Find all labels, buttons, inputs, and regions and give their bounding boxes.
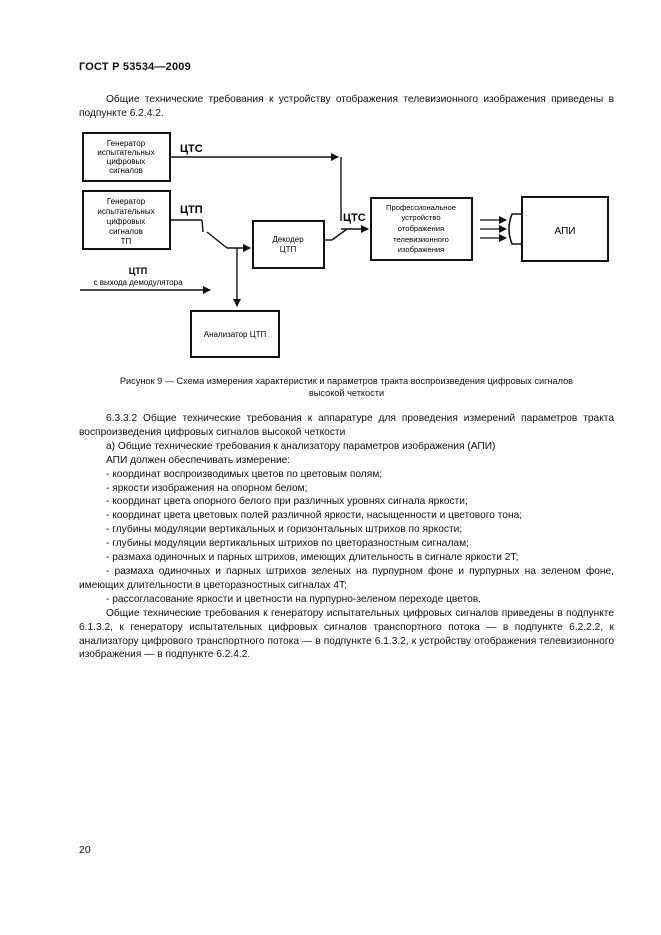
lens-icon: [508, 213, 523, 245]
list-item: - координат цвета опорного белого при ра…: [106, 496, 468, 508]
list-item: - размаха одиночных и парных штрихов зел…: [79, 565, 614, 591]
document-header: ГОСТ Р 53534—2009: [79, 61, 191, 73]
gen-ts-line: цифровых: [107, 157, 146, 166]
cts-right-label: ЦТС: [343, 212, 366, 224]
display-line: изображения: [398, 245, 445, 254]
measurement-diagram: Генератор испытательных цифровых сигнало…: [80, 132, 609, 358]
caption-line-2: высокой четкости: [308, 388, 385, 398]
list-item: - координат воспроизводимых цветов по цв…: [106, 468, 383, 480]
api-requirements-lead: АПИ должен обеспечивать измерение:: [106, 454, 291, 466]
gen-tp-line: цифровых: [107, 217, 146, 226]
analyzer-label: Анализатор ЦТП: [204, 330, 267, 339]
api-label: АПИ: [555, 226, 576, 237]
gen-ts-line: испытательных: [97, 148, 154, 157]
cts-switch-blade: [331, 228, 348, 241]
ctp-demod-label: ЦТП: [129, 266, 148, 276]
display-line: телевизионного: [393, 235, 449, 244]
figure-caption: Рисунок 9 — Схема измерения характеристи…: [79, 375, 614, 399]
ctp-demod-source-label: с выхода демодулятора: [93, 278, 183, 287]
display-line: отображения: [398, 224, 444, 233]
page-number: 20: [79, 844, 91, 856]
gen-ts-line: сигналов: [109, 166, 143, 175]
decoder-line: Декодер: [272, 235, 304, 244]
cts-top-label: ЦТС: [180, 143, 203, 155]
decoder-box: Декодер ЦТП: [252, 220, 325, 269]
intro-paragraph: Общие технические требования к устройств…: [79, 94, 614, 119]
closing-paragraph: Общие технические требования к генератор…: [79, 607, 614, 661]
display-line: Профессиональное: [386, 203, 456, 212]
list-item: - координат цвета цветовых полей различн…: [106, 510, 523, 522]
ctp-switch-blade: [206, 231, 228, 249]
decoder-line: ЦТП: [280, 245, 297, 254]
display-line: устройство: [401, 213, 440, 222]
display-device-box: Профессиональное устройство отображения …: [370, 197, 473, 261]
list-item: - размаха одиночных и парных штрихов, им…: [106, 552, 519, 564]
ctp-switch-contact: [201, 219, 204, 233]
gen-tp-line: испытательных: [97, 207, 154, 216]
gen-tp-line: сигналов: [109, 227, 143, 236]
ctp-label: ЦТП: [180, 204, 203, 216]
tp-signal-generator-box: Генератор испытательных цифровых сигнало…: [82, 190, 171, 250]
ctp-analyzer-box: Анализатор ЦТП: [190, 310, 280, 358]
gen-tp-line: ТП: [121, 237, 132, 246]
caption-line-1: Рисунок 9 — Схема измерения характеристи…: [119, 376, 574, 386]
list-item: - глубины модуляции вертикальных и гориз…: [106, 524, 463, 536]
api-box: АПИ: [521, 196, 609, 262]
body-text: 6.3.3.2 Общие технические требования к а…: [79, 412, 614, 662]
subsection-heading: а) Общие технические требования к анализ…: [106, 440, 496, 452]
list-item: - глубины модуляции вертикальных штрихов…: [106, 538, 469, 550]
test-signal-generator-box: Генератор испытательных цифровых сигнало…: [82, 132, 171, 182]
gen-ts-line: Генератор: [107, 139, 146, 148]
list-item: - рассогласование яркости и цветности на…: [106, 593, 482, 605]
gen-tp-line: Генератор: [107, 197, 146, 206]
section-paragraph: 6.3.3.2 Общие технические требования к а…: [79, 413, 614, 438]
list-item: - яркости изображения на опорном белом;: [106, 482, 308, 494]
